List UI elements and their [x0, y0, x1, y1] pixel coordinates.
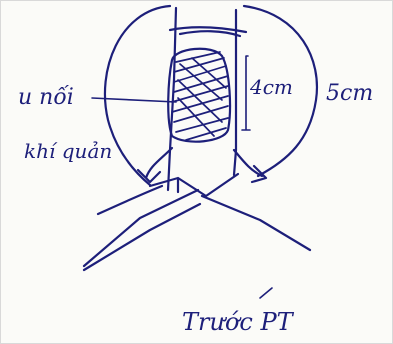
bronchus-left-lower [84, 204, 200, 270]
bronchus-left-outer [84, 190, 198, 266]
right-arrow [234, 150, 266, 182]
mass-label-line1: u nối [18, 84, 74, 110]
top-cap [170, 27, 246, 36]
bronchus-right-outer [202, 196, 310, 250]
inner-measure-label: 4cm [249, 75, 293, 99]
caption: Trước PT [182, 308, 295, 336]
mass-label-line2: khí quản [24, 139, 112, 163]
mass-hatching [172, 52, 228, 140]
left-arrow [138, 148, 172, 182]
outer-measure-label: 5cm [326, 81, 373, 106]
bronchus-top-left [98, 186, 162, 214]
inner-measure-bracket [242, 56, 250, 130]
caption-accent [260, 288, 272, 298]
mass-outline [168, 49, 230, 142]
